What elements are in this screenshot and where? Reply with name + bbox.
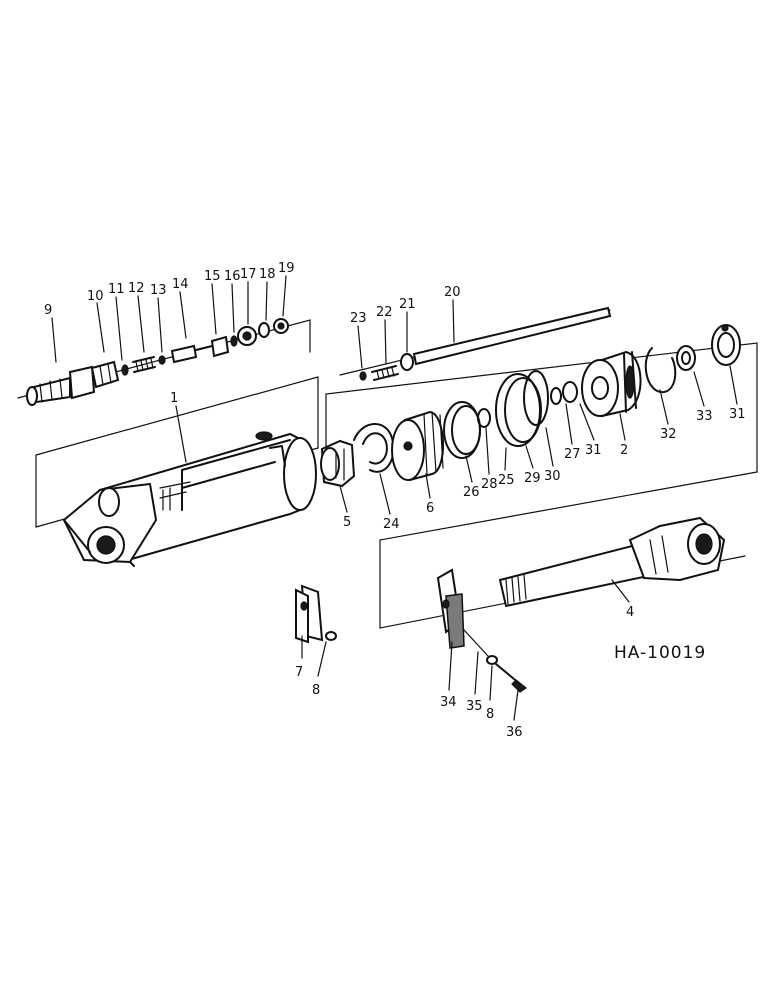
callout-4: 4 xyxy=(626,605,634,620)
callout-7: 7 xyxy=(295,665,303,680)
parts-20-23 xyxy=(359,306,612,381)
part-2-cylinder-head xyxy=(581,350,642,418)
leader-lines xyxy=(51,275,738,721)
callout-13: 13 xyxy=(150,283,167,298)
callout-34: 34 xyxy=(440,695,457,710)
callout-15: 15 xyxy=(204,269,221,284)
part-9-fitting xyxy=(26,365,96,406)
callout-19: 19 xyxy=(278,261,295,276)
callout-26: 26 xyxy=(463,485,480,500)
callout-36: 36 xyxy=(506,725,523,740)
parts-34-36 xyxy=(436,568,528,693)
part-10-hex-nut xyxy=(90,360,120,389)
callout-35: 35 xyxy=(466,699,483,714)
callout-33: 33 xyxy=(696,409,713,424)
callout-27: 27 xyxy=(564,447,581,462)
callout-12: 12 xyxy=(128,281,145,296)
callout-28: 28 xyxy=(481,477,498,492)
seals-25-30 xyxy=(443,370,578,459)
part-4-piston-rod xyxy=(498,516,726,608)
callout-16: 16 xyxy=(224,269,241,284)
callout-5: 5 xyxy=(343,515,351,530)
part-7-plate xyxy=(295,584,337,644)
callout-31-a: 31 xyxy=(585,443,602,458)
callout-18: 18 xyxy=(259,267,276,282)
callout-20: 20 xyxy=(444,285,461,300)
callout-24-label: 24 xyxy=(383,517,400,532)
part-24-ring xyxy=(353,423,395,473)
callout-29: 29 xyxy=(524,471,541,486)
part-1-cylinder-body xyxy=(62,431,317,567)
part-5-gland xyxy=(320,439,356,488)
callout-14: 14 xyxy=(172,277,189,292)
callout-10: 10 xyxy=(87,289,104,304)
callout-2: 2 xyxy=(620,443,628,458)
callout-1: 1 xyxy=(170,391,178,406)
drawing-code: HA-10019 xyxy=(614,643,706,663)
callout-8-a: 8 xyxy=(312,683,320,698)
callout-6: 6 xyxy=(426,501,434,516)
callout-23: 23 xyxy=(350,311,367,326)
callout-9: 9 xyxy=(44,303,52,318)
callout-31-b: 31 xyxy=(729,407,746,422)
part-6-piston xyxy=(391,410,444,482)
parts-31-33 xyxy=(644,324,741,394)
callout-21: 21 xyxy=(399,297,416,312)
callout-17: 17 xyxy=(240,267,257,282)
callout-22: 22 xyxy=(376,305,393,320)
callout-32: 32 xyxy=(660,427,677,442)
callout-11: 11 xyxy=(108,282,125,297)
callout-25: 25 xyxy=(498,473,515,488)
callout-30: 30 xyxy=(544,469,561,484)
callout-8-b: 8 xyxy=(486,707,494,722)
valve-small-parts xyxy=(121,318,289,376)
callout-labels: 9 10 11 12 13 14 15 16 17 18 19 23 22 21… xyxy=(44,261,746,740)
